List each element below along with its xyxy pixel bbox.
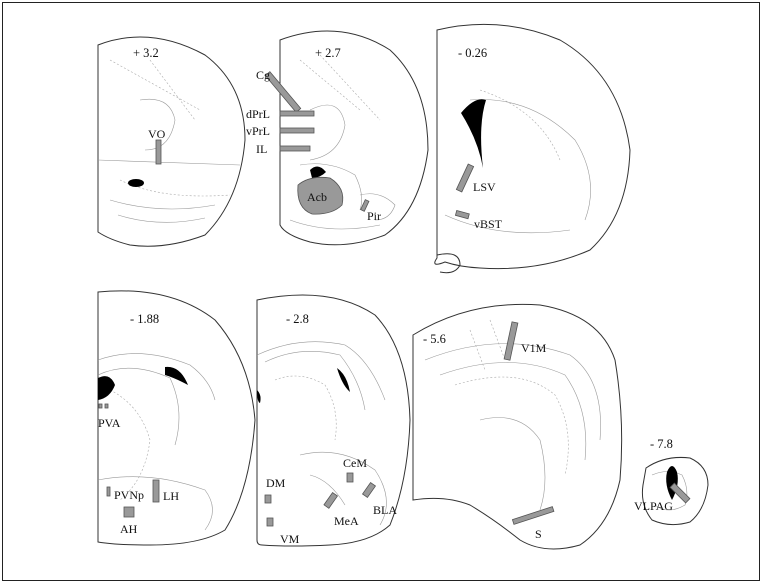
region-label-mea: MeA (334, 514, 359, 528)
section-minus-2-8: - 2.8 DM VM CeM BLA MeA (256, 294, 411, 547)
region-label-v1m: V1M (521, 341, 547, 355)
region-pva-left (98, 403, 103, 409)
region-label-ah: AH (120, 522, 138, 536)
region-label-vbst: vBST (474, 217, 503, 231)
region-label-bla: BLA (373, 503, 397, 517)
region-lsv (455, 163, 475, 193)
section-minus-1-88: - 1.88 PVA PVNp LH AH (97, 290, 256, 546)
region-lh (152, 479, 160, 503)
region-label-acb: Acb (307, 190, 327, 204)
region-label-il: IL (256, 142, 267, 156)
region-v1m (503, 321, 519, 361)
region-label-pva: PVA (98, 416, 121, 430)
region-mea (323, 491, 339, 509)
coord-label: + 2.7 (315, 46, 341, 60)
region-acb (297, 176, 344, 215)
region-label-vo: VO (148, 127, 166, 141)
region-bla (361, 481, 377, 499)
section-minus-7-8: - 7.8 VLPAG (634, 437, 709, 526)
region-label-vm: VM (280, 532, 300, 546)
region-label-vlpag: VLPAG (634, 499, 673, 513)
region-vprl (279, 127, 315, 134)
region-label-pvnp: PVNp (114, 488, 144, 502)
coord-label: - 0.26 (458, 46, 487, 60)
coord-label: - 1.88 (130, 312, 159, 326)
region-label-cem: CeM (343, 456, 367, 470)
region-label-cg: Cg (256, 68, 270, 82)
region-cem (346, 472, 354, 483)
coord-label: - 5.6 (423, 332, 446, 346)
section-minus-5-6: - 5.6 V1M S (412, 303, 623, 550)
coord-label: + 3.2 (133, 46, 159, 60)
region-label-vprl: vPrL (246, 124, 270, 138)
coord-label: - 2.8 (286, 312, 309, 326)
region-vm (266, 517, 274, 527)
region-s (511, 506, 555, 525)
region-label-lh: LH (163, 489, 179, 503)
region-dm (264, 494, 272, 504)
region-label-pir: Pir (367, 209, 381, 223)
region-label-lsv: LSV (473, 180, 496, 194)
region-ah (123, 506, 135, 518)
region-label-s: S (535, 527, 542, 541)
section-minus-0-26: - 0.26 LSV vBST (434, 23, 631, 274)
region-vbst (454, 210, 470, 220)
region-vo (155, 139, 162, 165)
region-pir (360, 199, 370, 212)
region-pva-right (104, 403, 109, 409)
section-plus-3-2: + 3.2 VO (97, 36, 246, 247)
region-dprl (279, 110, 315, 117)
region-il (279, 145, 311, 152)
section-plus-2-7: + 2.7 Cg dPrL vPrL IL Acb Pir (246, 30, 429, 246)
region-label-dm: DM (266, 476, 286, 490)
region-cg (264, 71, 302, 113)
region-vlpag (669, 482, 691, 504)
coord-label: - 7.8 (650, 437, 673, 451)
region-label-dprl: dPrL (246, 107, 270, 121)
region-pvnp (106, 486, 111, 497)
